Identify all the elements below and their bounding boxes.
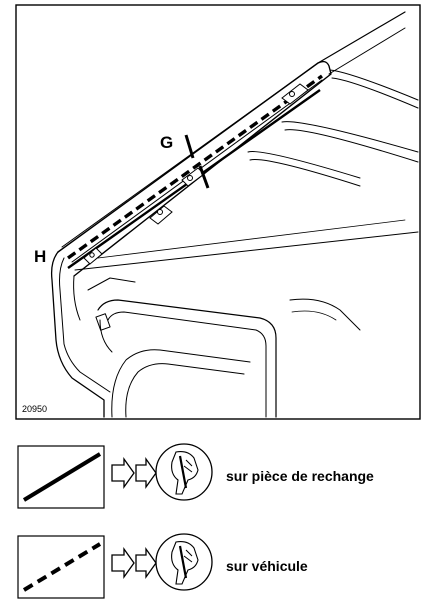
vehicle-roof-illustration (50, 11, 419, 418)
illustration-frame (15, 4, 421, 420)
hand-squeeze-icon (155, 443, 213, 501)
legend-row-solid: sur pièce de rechange (17, 443, 374, 509)
fixing-clips (83, 83, 309, 265)
clip-front (149, 205, 173, 225)
seal-dashed-line (67, 74, 323, 260)
callout-h: H (34, 247, 46, 266)
clip-corner (83, 247, 103, 265)
legend-label-solid: sur pièce de rechange (226, 468, 374, 484)
callout-g: G (160, 133, 173, 152)
hand-squeeze-icon (155, 533, 213, 591)
legend-label-dashed: sur véhicule (226, 558, 308, 574)
g-measure-markers (184, 134, 210, 189)
solid-line-icon (22, 452, 102, 502)
legend-row-dashed: sur véhicule (17, 533, 308, 599)
clip-rear (281, 83, 309, 105)
legend-swatch-dashed-box (17, 535, 105, 599)
hollow-arrow-icon (111, 456, 157, 490)
reference-number: 20950 (22, 404, 47, 414)
hollow-arrow-icon (111, 546, 157, 580)
